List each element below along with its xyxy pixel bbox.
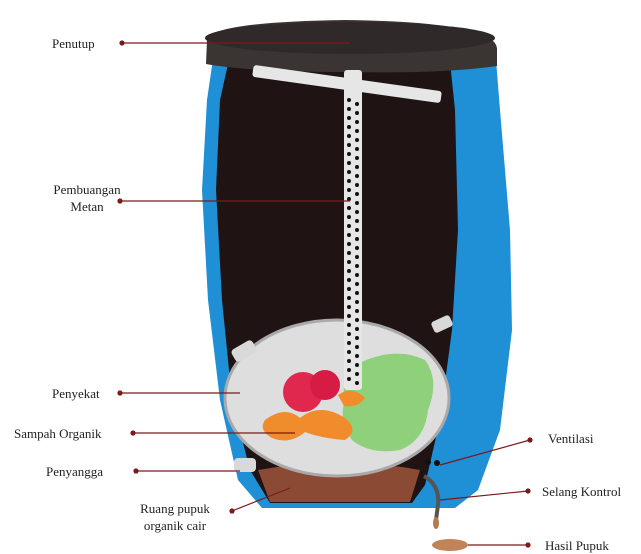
label-ruang-line2: organik cair bbox=[124, 517, 226, 534]
pipe-hole bbox=[355, 156, 359, 160]
pipe-hole bbox=[347, 377, 351, 381]
pipe-hole bbox=[347, 242, 351, 246]
waste-red-2 bbox=[310, 370, 340, 400]
pipe-hole bbox=[355, 300, 359, 304]
pipe-hole bbox=[355, 129, 359, 133]
pipe-hole bbox=[347, 98, 351, 102]
label-penyekat: Penyekat bbox=[52, 385, 100, 402]
pipe-hole bbox=[347, 125, 351, 129]
pipe-hole bbox=[355, 309, 359, 313]
pipe-hole bbox=[347, 368, 351, 372]
pipe-hole bbox=[347, 179, 351, 183]
pipe-hole bbox=[347, 206, 351, 210]
label-ruang-line1: Ruang pupuk bbox=[124, 500, 226, 517]
pipe-hole bbox=[347, 188, 351, 192]
pipe-hole bbox=[347, 134, 351, 138]
leader-selang-dot bbox=[526, 489, 530, 493]
label-selang-kontrol: Selang Kontrol bbox=[542, 483, 621, 500]
pipe-hole bbox=[355, 282, 359, 286]
pipe-hole bbox=[347, 287, 351, 291]
pipe-hole bbox=[347, 161, 351, 165]
pipe-hole bbox=[347, 323, 351, 327]
pipe-hole bbox=[355, 264, 359, 268]
pipe-hole bbox=[355, 336, 359, 340]
pipe-hole bbox=[347, 215, 351, 219]
pipe-hole bbox=[355, 102, 359, 106]
harvested-fertilizer bbox=[432, 539, 468, 551]
pipe-hole bbox=[347, 314, 351, 318]
pipe-hole bbox=[355, 147, 359, 151]
pipe-hole bbox=[347, 296, 351, 300]
ventilation-hole-2 bbox=[434, 460, 440, 466]
label-pembuangan-metan: Pembuangan Metan bbox=[52, 181, 122, 215]
pipe-hole bbox=[355, 120, 359, 124]
pipe-hole bbox=[355, 219, 359, 223]
support-bottom bbox=[234, 458, 256, 472]
pipe-hole bbox=[355, 372, 359, 376]
label-hasil-pupuk: Hasil Pupuk bbox=[545, 537, 609, 554]
leader-penyekat-dot bbox=[118, 391, 122, 395]
pipe-hole bbox=[347, 359, 351, 363]
pipe-hole bbox=[355, 174, 359, 178]
ventilation-hole-1 bbox=[425, 459, 431, 465]
label-penutup: Penutup bbox=[52, 35, 95, 52]
pipe-hole bbox=[355, 228, 359, 232]
pipe-hole bbox=[355, 210, 359, 214]
pipe-hole bbox=[347, 116, 351, 120]
pipe-hole bbox=[347, 341, 351, 345]
pipe-hole bbox=[355, 273, 359, 277]
leader-ruang-dot bbox=[230, 509, 234, 513]
pipe-hole bbox=[355, 201, 359, 205]
pipe-hole bbox=[347, 224, 351, 228]
pipe-hole bbox=[347, 332, 351, 336]
pipe-hole bbox=[347, 278, 351, 282]
label-sampah-organik: Sampah Organik bbox=[14, 425, 102, 442]
pipe-hole bbox=[347, 269, 351, 273]
pipe-hole bbox=[355, 165, 359, 169]
pipe-hole bbox=[355, 237, 359, 241]
leader-penutup-dot bbox=[120, 41, 124, 45]
label-pembuangan-line2: Metan bbox=[52, 198, 122, 215]
pipe-vertical bbox=[344, 70, 362, 390]
pipe-hole bbox=[355, 363, 359, 367]
label-pembuangan-line1: Pembuangan bbox=[52, 181, 122, 198]
pipe-hole bbox=[355, 111, 359, 115]
pipe-hole bbox=[355, 138, 359, 142]
lid-top bbox=[205, 22, 495, 54]
pipe-hole bbox=[347, 233, 351, 237]
pipe-hole bbox=[347, 251, 351, 255]
pipe-hole bbox=[355, 327, 359, 331]
pipe-hole bbox=[355, 246, 359, 250]
pipe-hole bbox=[355, 318, 359, 322]
label-ventilasi: Ventilasi bbox=[548, 430, 594, 447]
pipe-hole bbox=[355, 183, 359, 187]
pipe-hole bbox=[347, 107, 351, 111]
pipe-hole bbox=[347, 170, 351, 174]
pipe-hole bbox=[355, 192, 359, 196]
label-ruang-pupuk: Ruang pupuk organik cair bbox=[124, 500, 226, 534]
leader-sampah-dot bbox=[131, 431, 135, 435]
pipe-hole bbox=[355, 381, 359, 385]
fertilizer-drop bbox=[433, 517, 439, 529]
pipe-hole bbox=[355, 354, 359, 358]
pipe-hole bbox=[347, 143, 351, 147]
pipe-hole bbox=[355, 345, 359, 349]
leader-hasil-dot bbox=[526, 543, 530, 547]
pipe-hole bbox=[355, 255, 359, 259]
pipe-hole bbox=[347, 152, 351, 156]
pipe-hole bbox=[347, 260, 351, 264]
pipe-hole bbox=[355, 291, 359, 295]
leader-penyangga-dot bbox=[134, 469, 138, 473]
label-penyangga: Penyangga bbox=[46, 463, 103, 480]
pipe-hole bbox=[347, 305, 351, 309]
pipe-hole bbox=[347, 350, 351, 354]
leader-ventilasi-dot bbox=[528, 438, 532, 442]
